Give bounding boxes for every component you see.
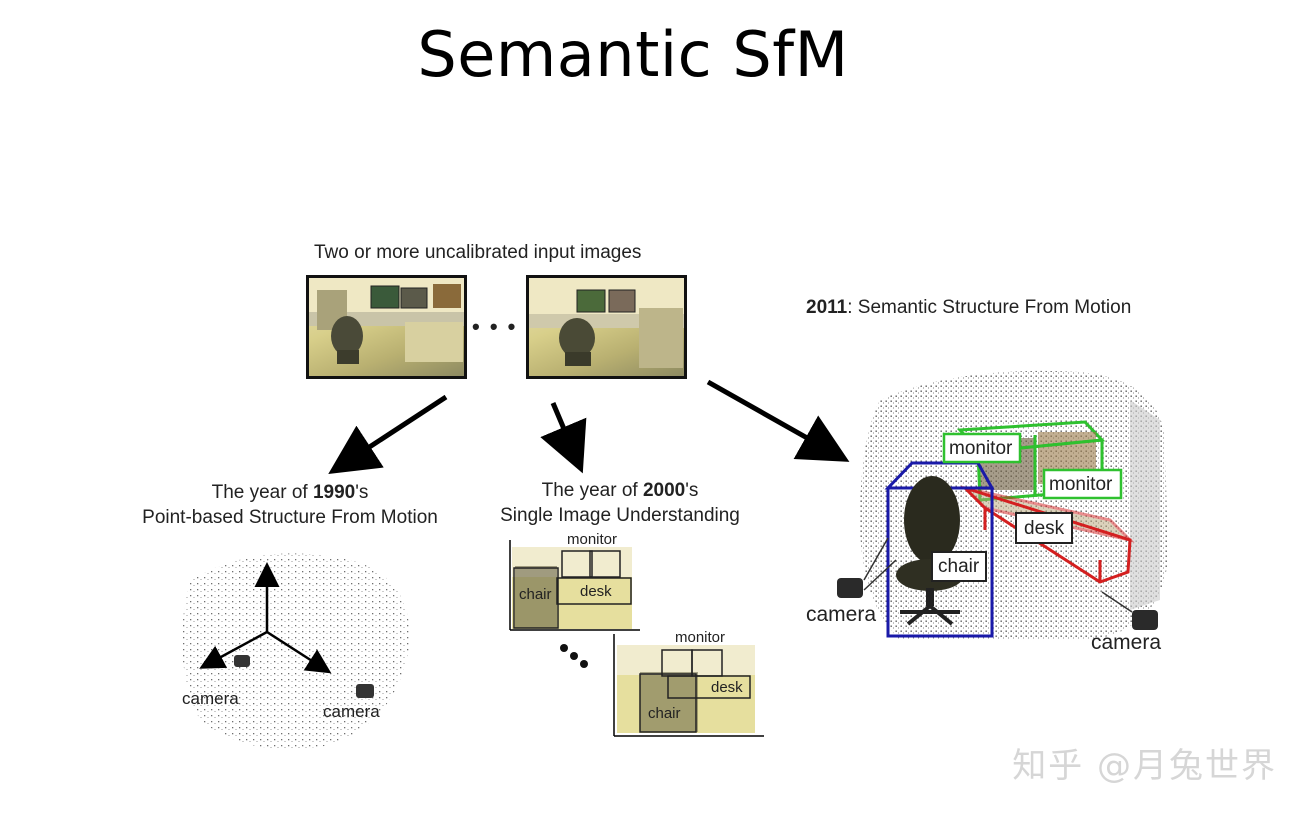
input-image-1 [306, 275, 467, 379]
era-2000-prefix: The year of [541, 480, 643, 501]
label-camera-2011-right: camera [1091, 631, 1162, 654]
era-2000-suffix: 's [685, 480, 699, 501]
label-monitor-img1: monitor [567, 531, 618, 548]
label-monitor-2011-right: monitor [1049, 474, 1113, 495]
single-image-1 [509, 540, 640, 631]
era-1990-subtitle: Point-based Structure From Motion [142, 507, 438, 528]
label-camera-1990-left: camera [182, 689, 239, 708]
label-monitor-img2: monitor [675, 629, 726, 646]
semantic-reconstruction [837, 370, 1168, 640]
semantic-year: 2011 [806, 297, 848, 318]
label-chair-2011: chair [938, 556, 980, 577]
label-monitor-2011-left: monitor [949, 438, 1013, 459]
watermark: 知乎 @月兔世界 [1012, 746, 1277, 786]
label-desk-2011: desk [1024, 518, 1065, 539]
label-camera-1990-right: camera [323, 702, 380, 721]
axis-right [266, 630, 332, 674]
label-chair-img2: chair [648, 705, 681, 722]
label-camera-2011-left: camera [806, 603, 877, 626]
single-image-2 [613, 634, 764, 737]
label-desk-img1: desk [580, 583, 612, 600]
camera-icon [837, 578, 863, 598]
slide-title: Semantic SfM [417, 18, 849, 91]
arrow-to-1990 [328, 394, 448, 474]
office-scene-2 [529, 278, 684, 368]
arrow-to-2011 [706, 379, 850, 462]
era-2000-year: 2000 [642, 480, 686, 501]
point-cloud-1990 [182, 553, 410, 750]
era-1990-label: The year of 1990's Point-based Structure… [140, 480, 440, 530]
era-1990-year: 1990 [312, 482, 356, 503]
era-1990-prefix: The year of [211, 482, 313, 503]
era-1990-suffix: 's [355, 482, 369, 503]
era-2000-subtitle: Single Image Understanding [500, 505, 740, 526]
arrow-to-2000 [540, 402, 587, 474]
single-image-dots [560, 644, 588, 668]
label-desk-img2: desk [711, 679, 743, 696]
camera-icon [234, 655, 250, 667]
image-ellipsis: • • • [472, 314, 518, 339]
input-images-label: Two or more uncalibrated input images [314, 242, 642, 263]
camera-icon [1132, 610, 1158, 630]
semantic-sfm-header: 2011: Semantic Structure From Motion [806, 297, 1131, 319]
camera-icon [356, 684, 374, 698]
axis-left [199, 630, 268, 669]
input-image-2 [526, 275, 687, 379]
semantic-header-text: : Semantic Structure From Motion [847, 297, 1132, 318]
era-2000-label: The year of 2000's Single Image Understa… [495, 478, 745, 528]
office-scene-1 [309, 278, 464, 364]
label-chair-img1: chair [519, 586, 552, 603]
